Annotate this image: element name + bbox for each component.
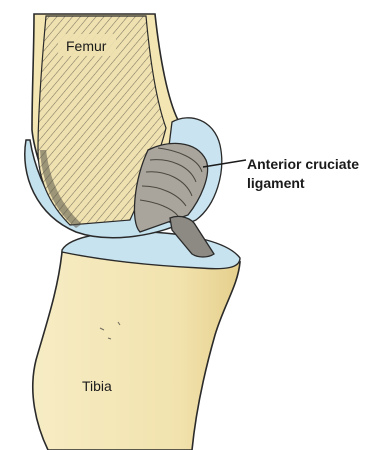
acl-label: Anterior cruciate ligament <box>247 155 359 193</box>
tibia-bone <box>33 252 240 450</box>
acl-label-line1: Anterior cruciate <box>247 155 359 174</box>
tibia-label: Tibia <box>82 378 112 394</box>
acl-label-line2: ligament <box>247 174 359 193</box>
femur-label: Femur <box>66 38 106 54</box>
